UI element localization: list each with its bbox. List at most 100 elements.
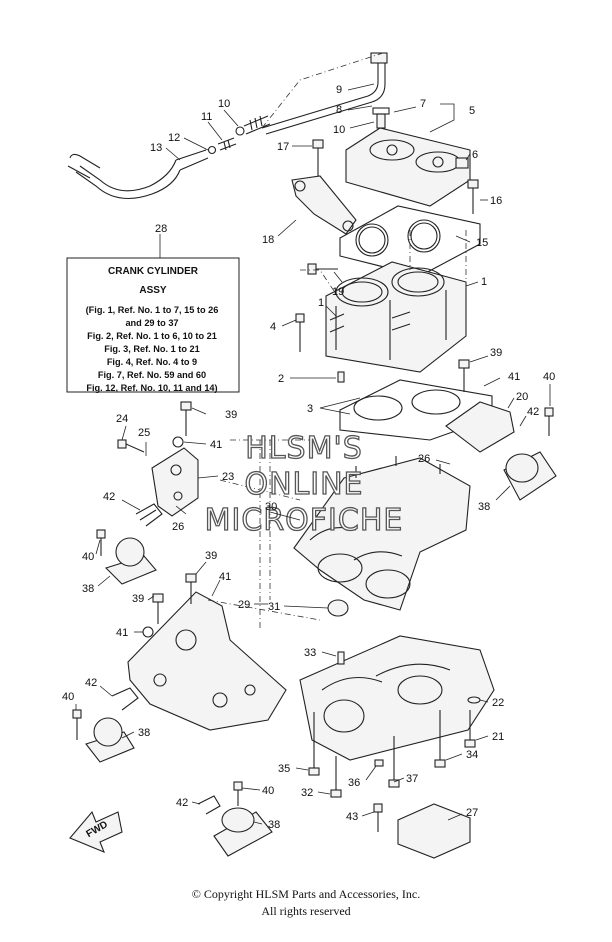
bolt-24 xyxy=(117,439,145,453)
info-box: 28 CRANK CYLINDER ASSY (Fig. 1, Ref. No.… xyxy=(66,223,240,393)
watermark-line-3: MICROFICHE xyxy=(205,503,404,538)
info-box-line: (Fig. 1, Ref. No. 1 to 7, 15 to 26 xyxy=(86,305,219,315)
engine-mount-bottom xyxy=(213,807,273,857)
cylinder-head xyxy=(345,107,471,207)
callout-38-upper: 38 xyxy=(82,583,94,595)
callout-4: 4 xyxy=(270,321,276,333)
shim-42-lower xyxy=(111,687,139,711)
assembly-reference-lines xyxy=(207,230,467,630)
exhaust-bolt-19 xyxy=(307,263,338,275)
callout-40-bottom: 40 xyxy=(262,785,274,797)
rights-line: All rights reserved xyxy=(261,904,351,918)
crankcase-bolts xyxy=(308,651,481,798)
mount-bracket-23 xyxy=(151,447,199,517)
callout-42-bottom: 42 xyxy=(176,797,188,809)
callout-22: 22 xyxy=(492,697,504,709)
callout-16: 16 xyxy=(490,195,502,207)
watermark-line-2: ONLINE xyxy=(244,467,363,502)
info-box-line: Fig. 2, Ref. No. 1 to 6, 10 to 21 xyxy=(87,331,217,341)
bolt-40-right xyxy=(544,407,554,436)
washer-41 xyxy=(172,436,184,448)
callout-41-rear: 41 xyxy=(116,627,128,639)
callout-13: 13 xyxy=(150,142,162,154)
mount-bracket-20 xyxy=(445,401,515,453)
callout-26-right: 26 xyxy=(418,453,430,465)
copyright-line: © Copyright HLSM Parts and Accessories, … xyxy=(191,887,421,901)
rear-mount-plate xyxy=(127,591,287,731)
head-bolt-16 xyxy=(467,179,479,214)
callout-21: 21 xyxy=(492,731,504,743)
cylinder-bolt-4 xyxy=(295,313,305,352)
info-box-title: CRANK CYLINDER xyxy=(108,266,199,277)
info-box-line: Fig. 4, Ref. No. 4 to 9 xyxy=(107,357,197,367)
callout-20: 20 xyxy=(516,391,528,403)
callout-23: 23 xyxy=(222,471,234,483)
callout-1-right: 1 xyxy=(481,276,487,288)
watermark-line-1: HLSM'S xyxy=(245,431,363,466)
engine-mount-left-upper xyxy=(104,537,157,585)
head-bolt-17 xyxy=(312,139,324,180)
callout-41-mid: 41 xyxy=(219,571,231,583)
callout-38-right: 38 xyxy=(478,501,490,513)
callout-15: 15 xyxy=(476,237,488,249)
info-box-line: Fig. 3, Ref. No. 1 to 21 xyxy=(104,344,199,354)
callout-30: 30 xyxy=(265,501,277,513)
callout-39-rear: 39 xyxy=(132,593,144,605)
shim-42-bottom xyxy=(197,795,221,815)
callout-27: 27 xyxy=(466,807,478,819)
engine-mount-right xyxy=(503,451,557,501)
callout-17: 17 xyxy=(277,141,289,153)
water-hose-assembly xyxy=(67,51,388,200)
callout-39-right: 39 xyxy=(490,347,502,359)
callout-31: 31 xyxy=(268,601,280,613)
bolt-39-right xyxy=(458,359,470,392)
callout-34: 34 xyxy=(466,749,478,761)
crankcase-cover xyxy=(397,803,471,859)
callout-3: 3 xyxy=(307,403,313,415)
callouts: 9 8 7 5 10 10 11 12 13 17 6 16 18 15 19 … xyxy=(62,83,555,831)
crankcase-lower xyxy=(299,635,495,761)
callout-32: 32 xyxy=(301,787,313,799)
callout-12: 12 xyxy=(168,132,180,144)
callout-39-mid: 39 xyxy=(205,550,217,562)
engine-mount-left-lower xyxy=(85,717,135,763)
bolt-39-upper-left xyxy=(180,401,192,436)
callout-18: 18 xyxy=(262,234,274,246)
engine-bracket xyxy=(291,175,357,235)
callout-40-right: 40 xyxy=(543,371,555,383)
callout-25: 25 xyxy=(138,427,150,439)
info-box-line: and 29 to 37 xyxy=(125,318,178,328)
info-box-line: Fig. 12, Ref. No. 10, 11 and 14) xyxy=(86,383,217,393)
callout-37: 37 xyxy=(406,773,418,785)
shim-42-upper xyxy=(135,503,163,527)
callout-6: 6 xyxy=(472,149,478,161)
callout-10-top: 10 xyxy=(333,124,345,136)
callout-29: 29 xyxy=(238,599,250,611)
callout-38-bottom: 38 xyxy=(268,819,280,831)
callout-42-upper: 42 xyxy=(103,491,115,503)
callout-33: 33 xyxy=(304,647,316,659)
bolt-39-rear-a xyxy=(185,573,197,604)
info-box-number: 28 xyxy=(155,223,167,235)
callout-24: 24 xyxy=(116,413,128,425)
callout-40-lower: 40 xyxy=(62,691,74,703)
callout-9: 9 xyxy=(336,84,342,96)
callout-42-lower: 42 xyxy=(85,677,97,689)
callout-42-right: 42 xyxy=(527,406,539,418)
callout-40-upper: 40 xyxy=(82,551,94,563)
info-box-line: Fig. 7, Ref. No. 59 and 60 xyxy=(98,370,206,380)
watermark: HLSM'S ONLINE MICROFICHE xyxy=(204,430,404,538)
bolt-43 xyxy=(373,803,383,832)
dowel-pin xyxy=(337,371,345,383)
callout-35: 35 xyxy=(278,763,290,775)
callout-38-lower: 38 xyxy=(138,727,150,739)
callout-36: 36 xyxy=(348,777,360,789)
fwd-arrow-icon: FWD xyxy=(69,810,123,854)
head-gasket xyxy=(339,205,481,277)
cylinder-block xyxy=(325,261,467,373)
bolt-40-upper xyxy=(96,529,106,556)
oil-seal xyxy=(327,599,349,617)
callout-7: 7 xyxy=(420,98,426,110)
bolt-40-lower xyxy=(72,709,82,740)
